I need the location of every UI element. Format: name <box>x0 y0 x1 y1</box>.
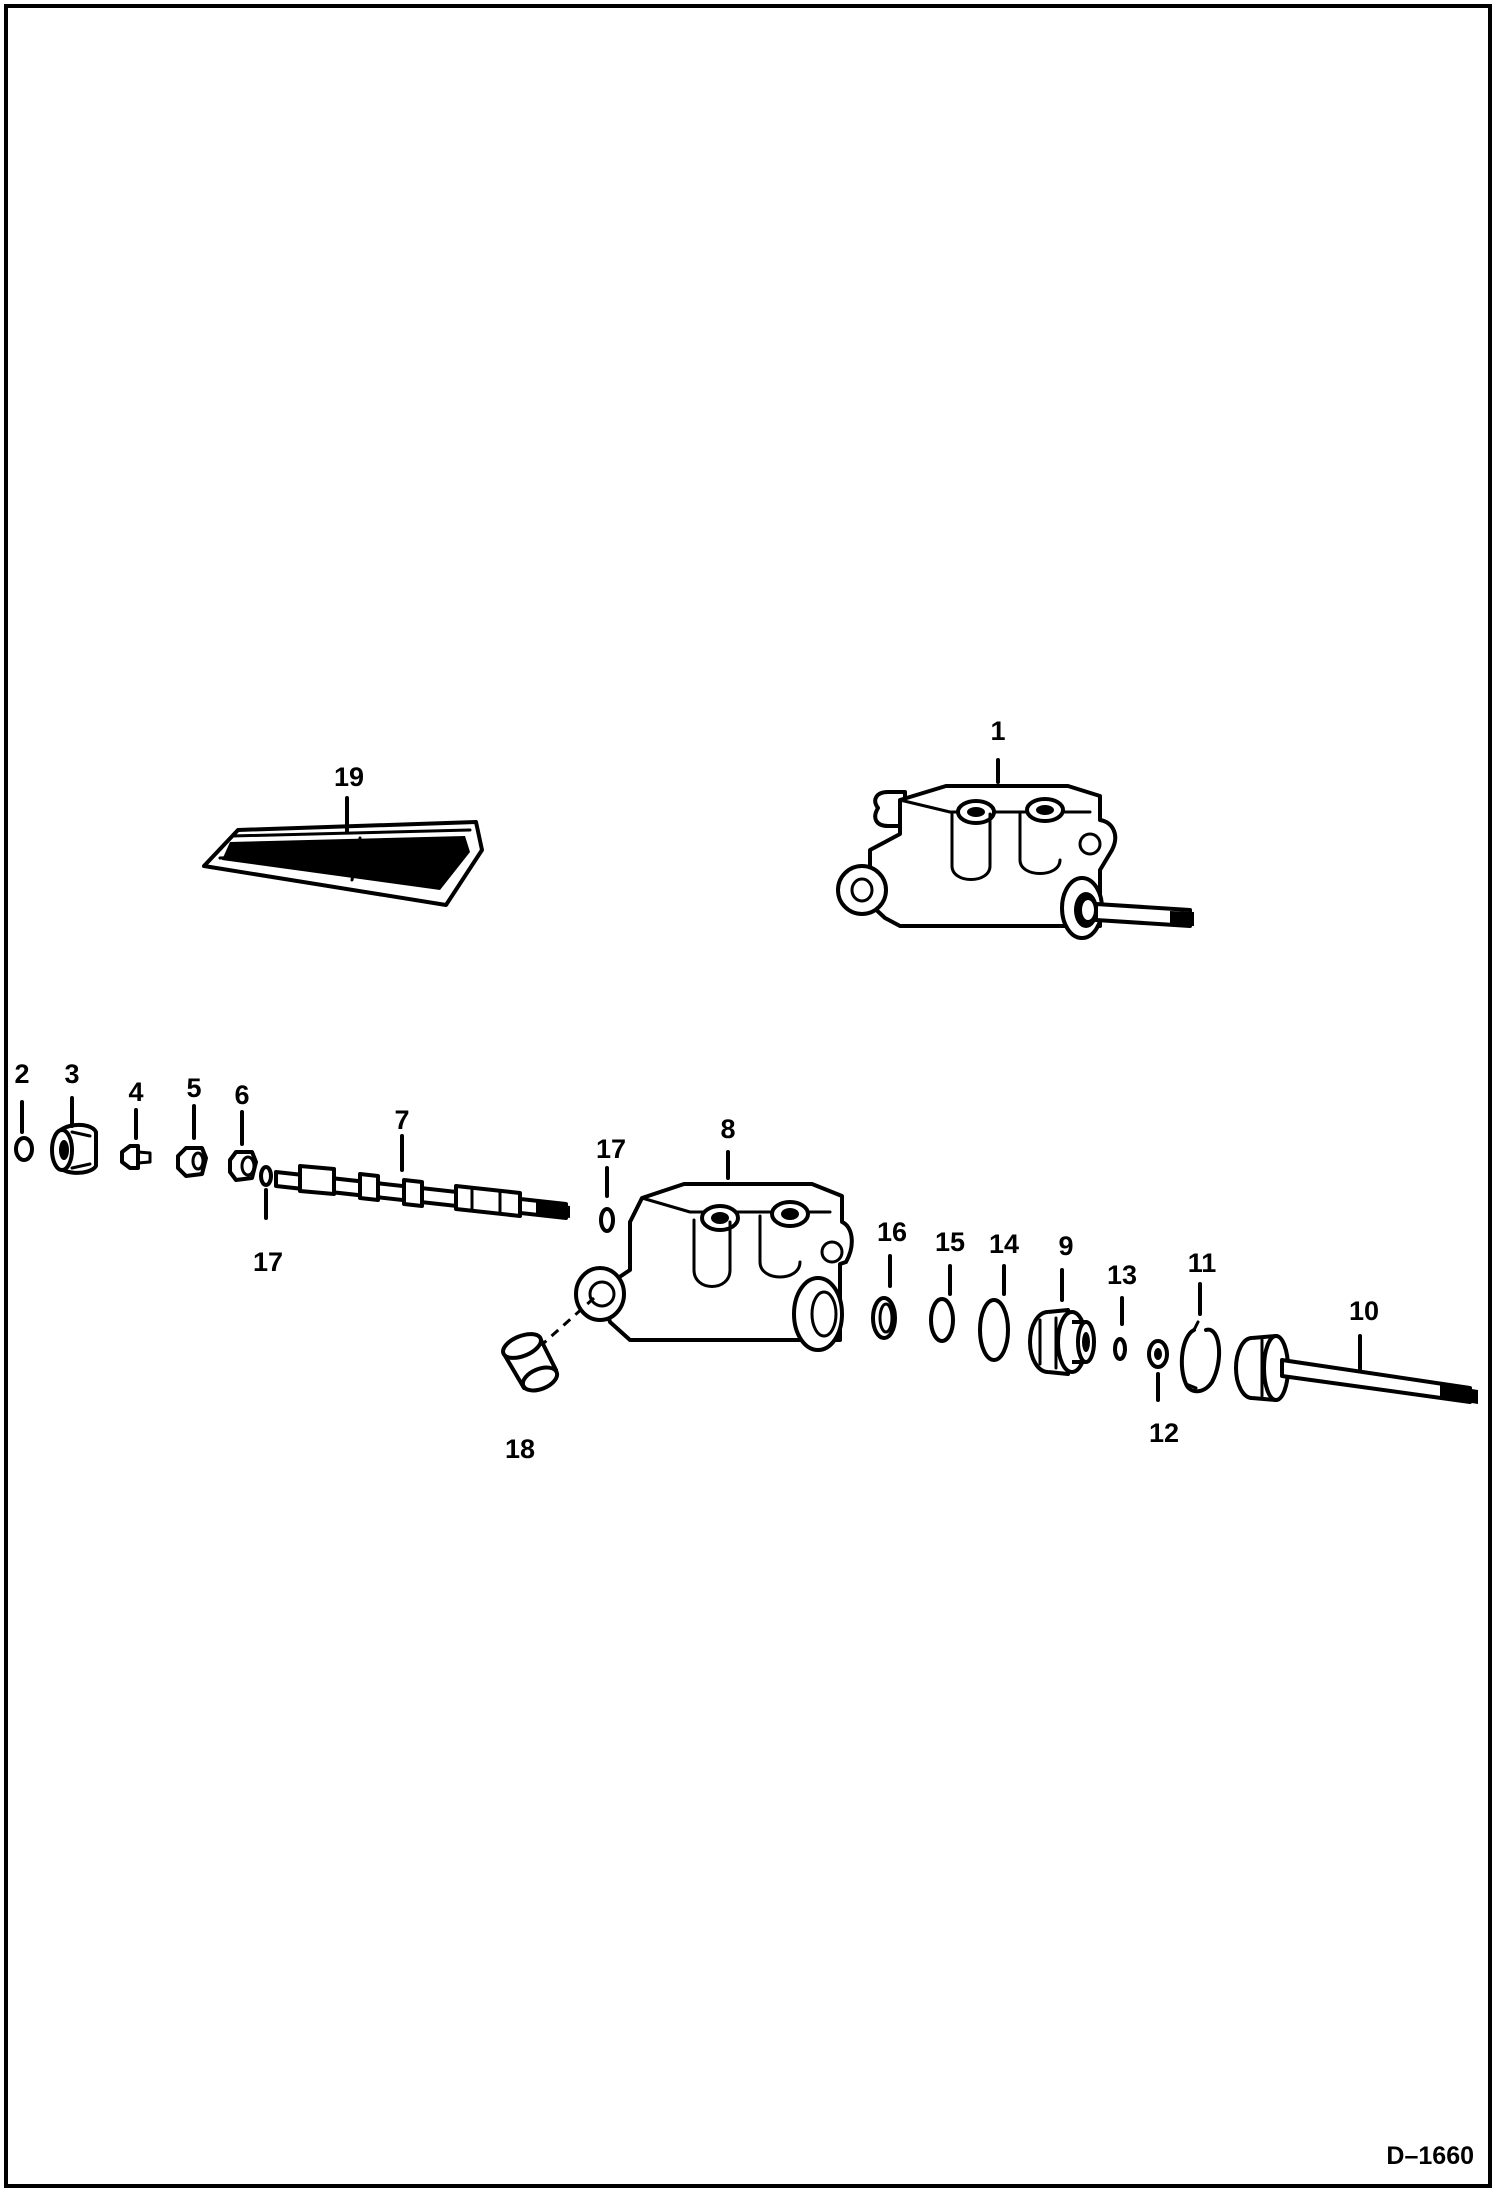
part-11-snap-ring <box>1179 1320 1222 1394</box>
label-part-2: 2 <box>14 1059 29 1089</box>
part-1-valve-assembly <box>836 784 1194 940</box>
part-19-seal-kit-bag <box>202 820 484 907</box>
label-part-19: 19 <box>334 762 364 792</box>
part-labels: 1 2 3 4 5 6 7 8 9 10 11 12 13 14 15 16 1… <box>14 716 1379 1464</box>
part-14-o-ring <box>978 1298 1010 1362</box>
part-8-valve-body <box>574 1182 854 1352</box>
alignment-line-18 <box>534 1296 596 1352</box>
label-part-14: 14 <box>989 1229 1019 1259</box>
diagram-frame <box>4 4 1492 2188</box>
part-18-bushing <box>501 1332 560 1393</box>
label-part-5: 5 <box>186 1073 201 1103</box>
part-13-o-ring <box>1113 1337 1127 1361</box>
label-part-3: 3 <box>64 1059 79 1089</box>
label-part-15: 15 <box>935 1227 965 1257</box>
part-4-screw <box>120 1144 152 1170</box>
label-part-17-lower: 17 <box>253 1247 283 1277</box>
label-part-13: 13 <box>1107 1260 1137 1290</box>
part-15-o-ring <box>929 1297 955 1343</box>
part-16-o-ring <box>871 1296 897 1340</box>
label-part-16: 16 <box>877 1217 907 1247</box>
part-17-o-ring-left <box>259 1165 273 1187</box>
part-9-gland <box>1028 1308 1096 1376</box>
label-part-10: 10 <box>1349 1296 1379 1326</box>
label-part-4: 4 <box>128 1077 143 1107</box>
part-7-spool <box>274 1164 570 1220</box>
label-part-1: 1 <box>990 716 1005 746</box>
label-part-8: 8 <box>720 1114 735 1144</box>
label-part-17-upper: 17 <box>596 1134 626 1164</box>
label-part-9: 9 <box>1058 1231 1073 1261</box>
part-5-bushing <box>176 1146 208 1178</box>
part-12-washer <box>1147 1339 1169 1369</box>
drawing-code: D–1660 <box>1386 2142 1474 2170</box>
part-10-piston-rod <box>1234 1334 1478 1404</box>
part-17-o-ring-middle <box>599 1207 615 1233</box>
label-part-18: 18 <box>505 1434 535 1464</box>
part-3-cap-nut <box>50 1122 98 1175</box>
label-part-11: 11 <box>1188 1248 1217 1278</box>
label-part-12: 12 <box>1149 1418 1179 1448</box>
label-part-7: 7 <box>394 1105 409 1135</box>
part-2-o-ring <box>14 1136 34 1162</box>
label-part-6: 6 <box>234 1080 249 1110</box>
part-6-plug <box>228 1150 258 1182</box>
